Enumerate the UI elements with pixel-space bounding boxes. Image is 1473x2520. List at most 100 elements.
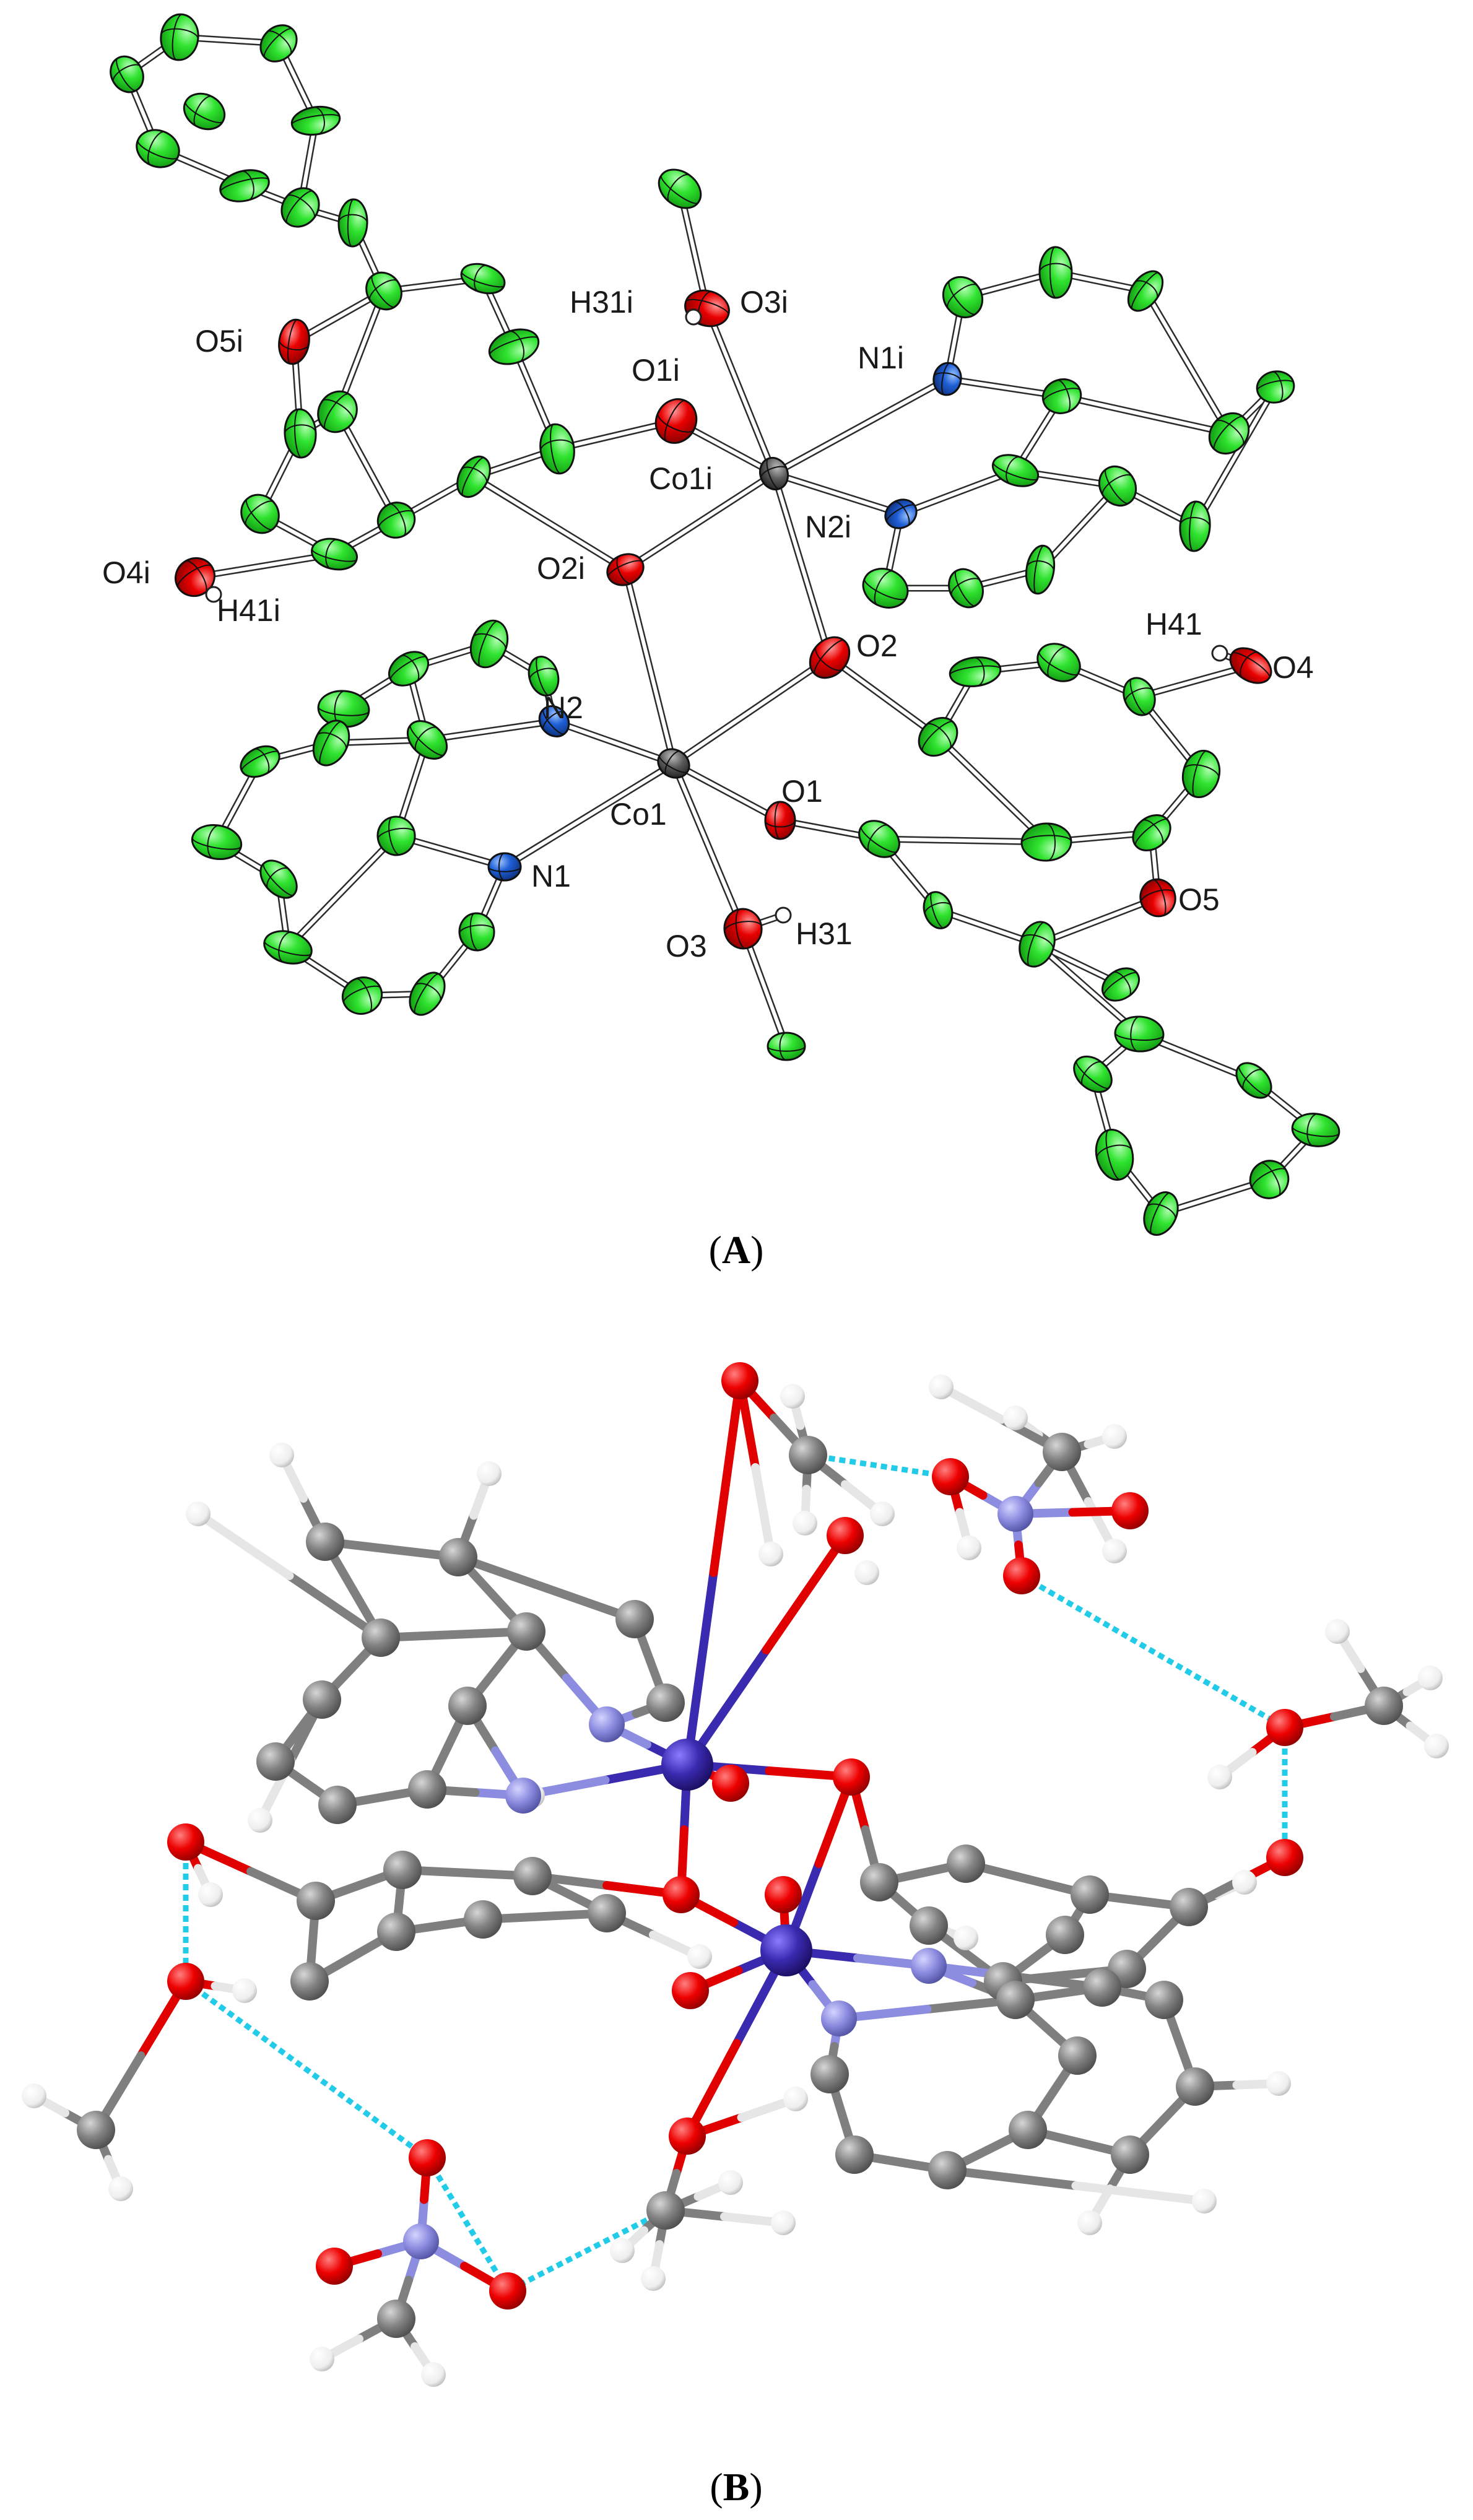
carbon-atom-principal-axis [1242,1069,1264,1091]
carbon-atom-principal-axis [414,983,441,1002]
carbon-atom-principal-axis [474,264,488,292]
oxygen-atom-shell [654,398,698,444]
carbon-atom-shell [388,651,430,687]
carbon-atom-principal-axis [266,30,292,55]
carbon-atom-principal-axis [926,723,952,750]
carbon-atom [439,1538,477,1576]
carbon-atom-principal-axis [378,510,414,528]
carbon-atom-principal-axis [874,570,894,606]
carbon-atom-principal-axis [388,816,401,856]
oxygen-atom [1139,878,1176,918]
carbon-atom-shell [1127,270,1164,312]
bond-highlight [899,469,1017,516]
carbon-atom-principal-axis [1131,272,1159,310]
carbon-atom-shell [1036,643,1081,682]
hydrogen-atom [186,1501,211,1526]
carbon-atom-principal-axis [1033,545,1045,594]
carbon-atom [1038,246,1073,299]
carbon-atom-shell [136,129,180,168]
carbon-atom-principal-axis [860,826,898,853]
carbon-atom-shell [240,493,280,534]
carbon-atom-principal-axis [347,199,354,247]
bond-highlight [1193,385,1277,528]
carbon-atom-principal-axis [369,279,398,302]
carbon-atom [539,423,575,475]
carbon-atom-shell [110,55,144,93]
carbon-atom-principal-axis [321,399,354,423]
carbon-atom-principal-axis [1141,819,1164,846]
bond-highlight [772,472,903,516]
oxygen-atom-shell [723,908,763,950]
carbon-atom-principal-axis [660,175,699,204]
carbon-atom [910,1906,948,1945]
carbon-atom [1058,2036,1097,2075]
carbon-atom [362,1618,400,1657]
bond-highlight [1035,942,1141,1036]
carbon-atom [1020,822,1072,862]
nitrogen-atom-principal-axis [933,372,962,381]
carbon-atom-principal-axis [1150,1192,1171,1235]
carbon-atom-principal-axis [1183,764,1220,779]
carbon-atom [488,328,540,365]
label-o2i: O2i [537,551,585,586]
carbon-atom-principal-axis [954,570,976,607]
carbon-atom-principal-axis [389,503,406,537]
carbon-atom-principal-axis [319,721,342,765]
carbon-atom-shell [1179,500,1211,552]
carbon-atom-principal-axis [1238,1065,1269,1096]
nitrogen-atom [932,362,962,396]
bond-highlight [705,306,776,476]
carbon-atom [136,129,180,168]
carbon-atom-shell [406,720,448,760]
carbon-atom [928,2151,967,2189]
carbon-atom-shell [183,92,226,131]
carbon-atom-principal-axis [1101,474,1133,496]
oxygen-atom-principal-axis [735,908,746,949]
oxygen-atom [606,553,645,586]
carbon-atom [1170,1888,1208,1926]
carbon-atom [1073,1055,1113,1093]
carbon-atom [303,1680,341,1719]
label-co1i: Co1i [649,461,713,496]
carbon-atom-principal-axis [461,271,505,288]
hydrogen-atom [1003,1406,1028,1430]
label-o4i: O4i [102,555,150,590]
carbon-atom-principal-axis [540,439,575,451]
bond-highlight [828,656,940,739]
bond-highlight [336,410,398,522]
cobalt-atom-shell [758,456,789,491]
nitrogen-atom [505,1778,541,1814]
hydrogen-atom [310,2347,334,2371]
carbon-atom [646,2191,685,2230]
carbon-atom-principal-axis [1043,388,1081,402]
carbon-atom-principal-axis [147,131,165,166]
carbon-atom-principal-axis [1027,921,1045,967]
oxygen-atom-principal-axis [279,339,310,350]
carbon-atom [311,537,358,571]
carbon-atom-principal-axis [338,214,368,224]
oxygen-atom-shell [606,553,645,586]
oxygen-atom-principal-axis [1140,889,1175,903]
carbon-atom-principal-axis [414,973,440,1014]
oxygen-atom-principal-axis [664,400,686,442]
cobalt-atom [758,456,789,491]
carbon-atom [528,656,560,697]
label-o3i: O3i [740,285,788,319]
panel-b-hydrogen-bonds [183,1452,1288,2294]
carbon-atom-principal-axis [278,931,292,963]
carbon-atom [1181,749,1221,799]
carbon-atom-principal-axis [1251,1168,1287,1189]
label-o5i: O5i [195,324,243,358]
carbon-atom [290,1962,329,2001]
carbon-atom-principal-axis [112,64,141,82]
carbon-atom-principal-axis [185,101,224,123]
carbon-atom-principal-axis [409,724,445,756]
oxygen-atom-principal-axis [1152,879,1167,916]
hydrogen-atom [783,2087,808,2111]
carbon-atom [1111,2135,1149,2174]
bond-half [1071,2181,1209,2205]
label-o1i: O1i [632,353,680,388]
carbon-atom [835,2135,874,2174]
carbon-atom-principal-axis [286,194,315,219]
carbon-atom [1009,2111,1047,2149]
